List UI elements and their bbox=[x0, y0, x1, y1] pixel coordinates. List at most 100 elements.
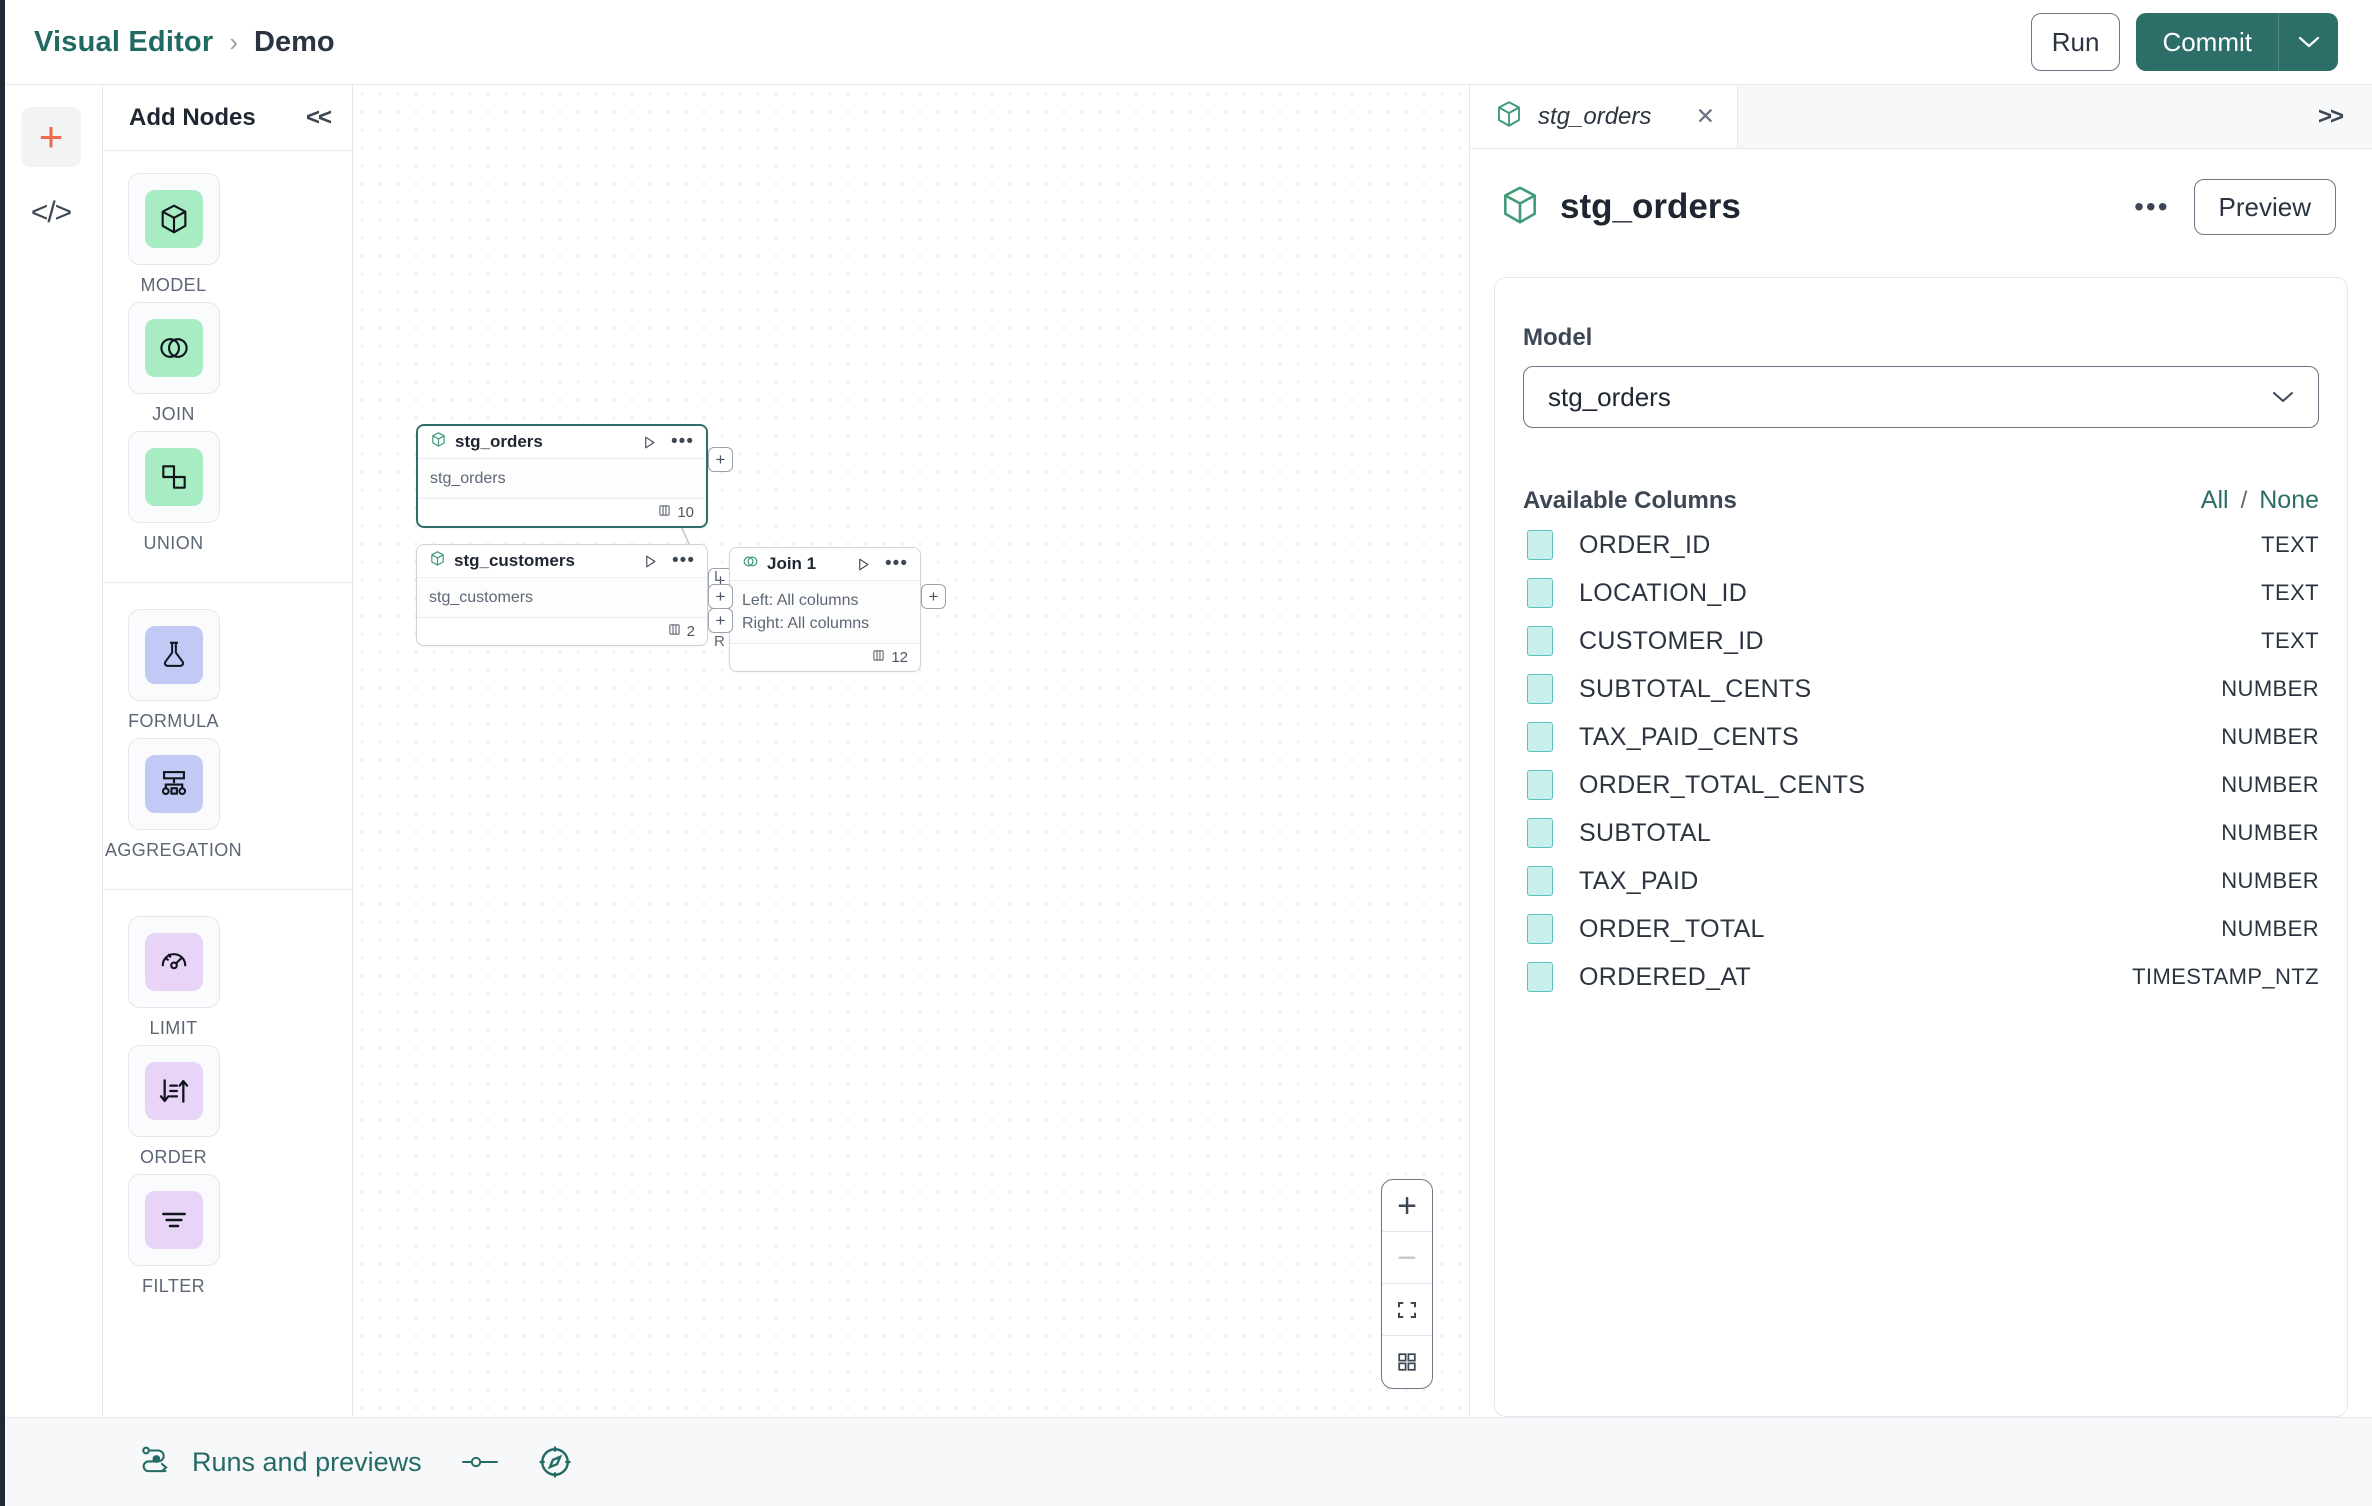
cube-icon bbox=[1494, 99, 1524, 134]
column-type: NUMBER bbox=[2221, 772, 2319, 797]
join-output-handle[interactable]: + bbox=[921, 584, 946, 609]
join-left-input-handle[interactable]: + bbox=[708, 584, 733, 609]
canvas-node-stg-customers[interactable]: stg_customers ••• stg_customers 2 bbox=[416, 544, 708, 647]
column-row[interactable]: ORDERED_AT TIMESTAMP_NTZ bbox=[1523, 953, 2319, 1001]
grid-toggle-icon[interactable] bbox=[1382, 1336, 1432, 1388]
run-button[interactable]: Run bbox=[2030, 13, 2121, 71]
breadcrumb-separator-icon: › bbox=[229, 26, 239, 57]
panel-header: stg_orders ••• Preview bbox=[1470, 149, 2372, 235]
expand-panel-icon[interactable]: >> bbox=[2317, 102, 2344, 130]
commit-dropdown-caret-icon[interactable] bbox=[2278, 13, 2338, 71]
slider-toggle-icon[interactable] bbox=[460, 1451, 500, 1473]
code-view-rail-button[interactable]: </> bbox=[21, 183, 81, 243]
filter-icon bbox=[144, 1191, 203, 1249]
node-type-union[interactable]: UNION bbox=[121, 431, 226, 554]
compass-icon[interactable] bbox=[538, 1445, 572, 1479]
collapse-panel-icon[interactable]: << bbox=[305, 103, 332, 131]
tab-stg-orders[interactable]: stg_orders ✕ bbox=[1470, 85, 1738, 148]
column-row[interactable]: LOCATION_ID TEXT bbox=[1523, 569, 2319, 617]
join-right-input-handle[interactable]: + bbox=[708, 608, 733, 633]
panel-menu-icon[interactable]: ••• bbox=[2134, 191, 2170, 222]
column-checkbox[interactable] bbox=[1527, 914, 1553, 944]
fit-to-screen-icon[interactable] bbox=[1382, 1284, 1432, 1336]
column-name: ORDER_TOTAL_CENTS bbox=[1579, 770, 1866, 799]
column-name: ORDER_ID bbox=[1579, 530, 1711, 559]
node-type-formula[interactable]: FORMULA bbox=[121, 609, 226, 732]
runs-and-previews-button[interactable]: Runs and previews bbox=[140, 1444, 422, 1481]
column-row[interactable]: SUBTOTAL_CENTS NUMBER bbox=[1523, 665, 2319, 713]
select-separator: / bbox=[2240, 486, 2248, 514]
flow-canvas[interactable]: stg_orders ••• stg_orders 10 bbox=[353, 85, 1470, 1417]
node-menu-icon[interactable]: ••• bbox=[671, 431, 694, 452]
node-body: stg_orders bbox=[418, 459, 706, 499]
select-all-link[interactable]: All bbox=[2200, 486, 2229, 514]
canvas-node-join-1[interactable]: Join 1 ••• Left: All columns Right: All … bbox=[729, 547, 921, 673]
node-group-sources: MODEL JOIN bbox=[103, 173, 352, 560]
column-row[interactable]: ORDER_TOTAL NUMBER bbox=[1523, 905, 2319, 953]
cube-icon bbox=[144, 190, 203, 248]
zoom-in-button[interactable]: + bbox=[1382, 1180, 1432, 1232]
canvas-node-stg-orders[interactable]: stg_orders ••• stg_orders 10 bbox=[416, 424, 708, 529]
node-menu-icon[interactable]: ••• bbox=[885, 553, 908, 574]
select-none-link[interactable]: None bbox=[2259, 486, 2319, 514]
column-checkbox[interactable] bbox=[1527, 626, 1553, 656]
node-footer: 10 bbox=[418, 498, 706, 526]
close-icon[interactable]: ✕ bbox=[1695, 103, 1715, 129]
add-node-rail-button[interactable]: + bbox=[21, 107, 81, 167]
node-run-icon[interactable] bbox=[642, 435, 657, 450]
node-type-label: JOIN bbox=[152, 404, 195, 424]
column-name: TAX_PAID_CENTS bbox=[1579, 722, 1799, 751]
node-run-icon[interactable] bbox=[856, 557, 871, 572]
column-name: LOCATION_ID bbox=[1579, 578, 1748, 607]
columns-icon bbox=[872, 649, 885, 667]
code-brackets-icon: </> bbox=[30, 196, 72, 229]
zoom-out-button[interactable]: − bbox=[1382, 1232, 1432, 1284]
columns-icon bbox=[658, 504, 671, 522]
column-row[interactable]: TAX_PAID_CENTS NUMBER bbox=[1523, 713, 2319, 761]
preview-button[interactable]: Preview bbox=[2193, 179, 2336, 235]
node-run-icon[interactable] bbox=[643, 554, 658, 569]
breadcrumb-demo[interactable]: Demo bbox=[254, 25, 335, 58]
node-menu-icon[interactable]: ••• bbox=[672, 550, 695, 571]
column-checkbox[interactable] bbox=[1527, 578, 1553, 608]
column-checkbox[interactable] bbox=[1527, 818, 1553, 848]
node-output-handle-stg-orders[interactable]: + bbox=[708, 447, 733, 472]
node-title: Join 1 bbox=[767, 554, 817, 573]
node-type-aggregation[interactable]: AGGREGATION bbox=[105, 738, 242, 861]
edge-connections bbox=[620, 458, 737, 620]
node-type-filter[interactable]: FILTER bbox=[121, 1174, 226, 1297]
column-type: TEXT bbox=[2261, 532, 2319, 557]
column-checkbox[interactable] bbox=[1527, 962, 1553, 992]
pipeline-icon bbox=[140, 1444, 174, 1481]
panel-scroll-area[interactable]: Model stg_orders Available Columns All /… bbox=[1470, 235, 2372, 1417]
canvas-zoom-controls: + − bbox=[1381, 1179, 1433, 1389]
column-checkbox[interactable] bbox=[1527, 866, 1553, 896]
column-checkbox[interactable] bbox=[1527, 770, 1553, 800]
node-type-limit[interactable]: LIMIT bbox=[121, 916, 226, 1039]
node-type-join[interactable]: JOIN bbox=[121, 302, 226, 425]
node-body-line: Right: All columns bbox=[742, 615, 870, 633]
column-checkbox[interactable] bbox=[1527, 674, 1553, 704]
top-bar-actions: Run Commit bbox=[2030, 13, 2338, 71]
runs-and-previews-label: Runs and previews bbox=[192, 1446, 422, 1477]
node-body-line: stg_orders bbox=[430, 470, 506, 487]
node-group-transforms: FORMULA AGGREGATION bbox=[103, 582, 352, 867]
column-type: TEXT bbox=[2261, 628, 2319, 653]
column-row[interactable]: ORDER_ID TEXT bbox=[1523, 521, 2319, 569]
node-type-model[interactable]: MODEL bbox=[121, 173, 226, 296]
node-type-order[interactable]: ORDER bbox=[121, 1045, 226, 1168]
node-type-label: ORDER bbox=[139, 1147, 207, 1167]
model-select[interactable]: stg_orders bbox=[1523, 366, 2319, 428]
column-row[interactable]: TAX_PAID NUMBER bbox=[1523, 857, 2319, 905]
column-row[interactable]: SUBTOTAL NUMBER bbox=[1523, 809, 2319, 857]
commit-button[interactable]: Commit bbox=[2136, 13, 2278, 71]
column-row[interactable]: ORDER_TOTAL_CENTS NUMBER bbox=[1523, 761, 2319, 809]
column-row[interactable]: CUSTOMER_ID TEXT bbox=[1523, 617, 2319, 665]
column-checkbox[interactable] bbox=[1527, 722, 1553, 752]
breadcrumb-visual-editor[interactable]: Visual Editor bbox=[34, 25, 214, 58]
venn-icon bbox=[144, 319, 203, 377]
panel-tabstrip: stg_orders ✕ >> bbox=[1470, 85, 2372, 149]
node-type-label: UNION bbox=[143, 533, 204, 553]
node-type-label: FORMULA bbox=[128, 711, 219, 731]
column-checkbox[interactable] bbox=[1527, 530, 1553, 560]
